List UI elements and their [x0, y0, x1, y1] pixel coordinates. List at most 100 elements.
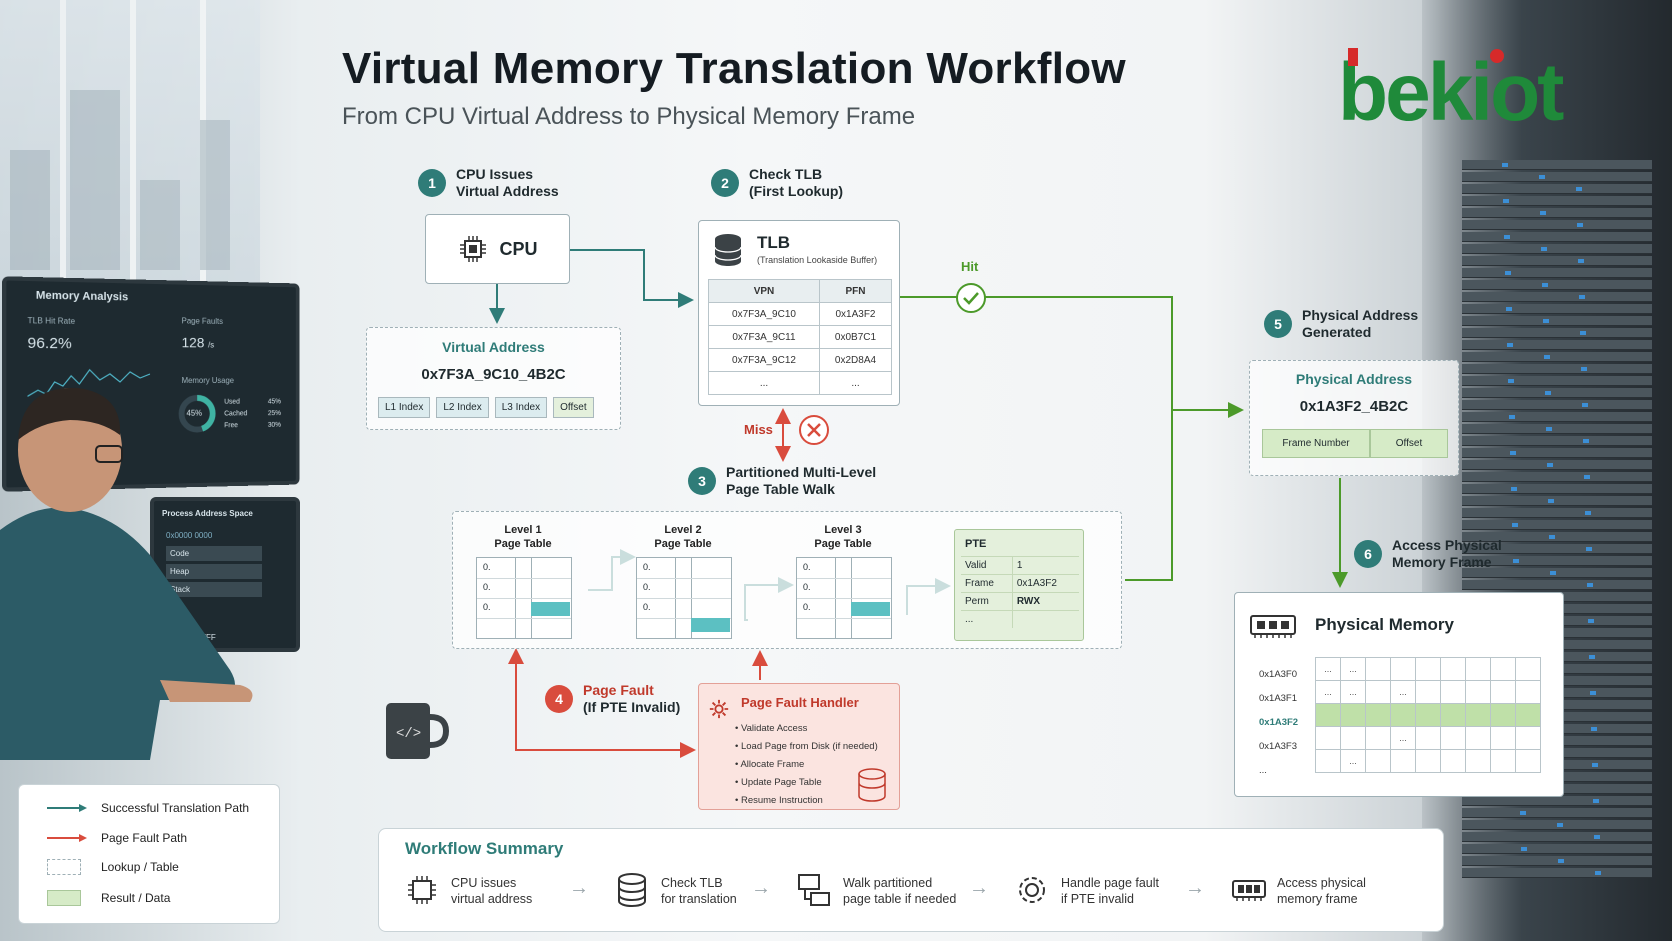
pm-cell: [1515, 703, 1541, 727]
pm-cell: [1465, 703, 1491, 727]
pm-cell: [1365, 680, 1391, 704]
server-led: [1508, 379, 1514, 383]
server-led: [1588, 619, 1594, 623]
pm-row: ...: [1315, 726, 1541, 750]
server-led: [1584, 475, 1590, 479]
summary-arrow: →: [751, 877, 771, 899]
legend-fault-label: Page Fault Path: [101, 831, 188, 845]
server-slot: [1462, 352, 1652, 362]
handler-item: • Allocate Frame: [735, 759, 805, 770]
server-slot: [1462, 856, 1652, 866]
page-table-selected-entry: [531, 602, 570, 616]
summary-arrow: →: [1185, 877, 1205, 899]
server-led: [1557, 823, 1563, 827]
pte-value: 0x1A3F2: [1011, 574, 1079, 593]
legend: Successful Translation Path Page Fault P…: [18, 784, 280, 924]
tlb-title: TLB: [757, 233, 791, 252]
pte-value: 1: [1011, 556, 1079, 575]
page-table-row-line: [637, 578, 731, 579]
page-table-entry: 0.: [483, 582, 491, 592]
process-title: Process Address Space: [162, 509, 253, 518]
server-slot: [1462, 328, 1652, 338]
pte-field: Frame: [961, 574, 1013, 593]
pte-field: Perm: [961, 592, 1013, 611]
level-label-line2: Page Table: [814, 538, 872, 550]
step-2-number: 2: [711, 169, 739, 197]
pte-value: RWX: [1011, 592, 1079, 611]
step-3-number: 3: [688, 467, 716, 495]
pte-value: [1011, 610, 1079, 628]
pm-cell: [1490, 657, 1516, 681]
page-table-row-line: [797, 578, 891, 579]
server-led: [1540, 211, 1546, 215]
server-slot: [1462, 508, 1652, 518]
summary-title: Workflow Summary: [405, 839, 564, 858]
va-value: 0x7F3A_9C10_4B2C: [421, 366, 566, 383]
summary-step-line2: for translation: [661, 892, 737, 906]
chip-icon: [408, 876, 436, 904]
server-slot: [1462, 532, 1652, 542]
level-label-line2: Page Table: [654, 538, 712, 550]
legend-fault: Page Fault Path: [47, 831, 187, 845]
server-slot: [1462, 172, 1652, 182]
pm-cell: [1415, 657, 1441, 681]
step-5-line2: Generated: [1302, 324, 1372, 340]
pm-cell: ...: [1390, 726, 1416, 750]
step-5-line1: Physical Address: [1302, 307, 1419, 323]
server-led: [1580, 331, 1586, 335]
handler-item: • Resume Instruction: [735, 795, 823, 806]
pm-cell: [1390, 657, 1416, 681]
engineer-figure: [0, 387, 253, 760]
summary-arrow: →: [569, 877, 589, 899]
server-led: [1592, 763, 1598, 767]
server-slot: [1462, 568, 1652, 578]
pm-cell: [1440, 680, 1466, 704]
tlb-header-cell: VPN: [708, 279, 820, 303]
server-led: [1586, 547, 1592, 551]
pm-cell: [1515, 726, 1541, 750]
server-led: [1503, 199, 1509, 203]
pm-address: ...: [1259, 765, 1267, 776]
pm-cell: [1490, 726, 1516, 750]
page-table-row-line: [477, 578, 571, 579]
pm-cell: [1365, 703, 1391, 727]
server-led: [1543, 319, 1549, 323]
legend-lookup: Lookup / Table: [47, 859, 179, 875]
page-table-row-line: [637, 598, 731, 599]
server-led: [1506, 307, 1512, 311]
page-table-row-line: [797, 598, 891, 599]
pm-cell: ...: [1340, 680, 1366, 704]
cpu-box: CPU: [425, 214, 570, 284]
step-4-line2: (If PTE Invalid): [583, 699, 681, 715]
server-slot: [1462, 412, 1652, 422]
tlb-header-cell: PFN: [818, 279, 893, 303]
handler-item: • Update Page Table: [735, 777, 822, 788]
process-top-address: 0x0000 0000: [166, 531, 213, 540]
page-table-selected-entry: [851, 602, 890, 616]
page-table-2: 0.0.0.: [636, 557, 732, 639]
gear-icon: [1019, 877, 1045, 903]
step-1-line2: Virtual Address: [456, 183, 559, 199]
page-table-3: 0.0.0.: [796, 557, 892, 639]
pm-cell: [1390, 703, 1416, 727]
pm-cell: ...: [1340, 657, 1366, 681]
page-table-entry: 0.: [483, 562, 491, 572]
server-led: [1579, 295, 1585, 299]
server-led: [1542, 283, 1548, 287]
svg-text:bekiot: bekiot: [1338, 47, 1564, 130]
page-table-entry: 0.: [803, 562, 811, 572]
page-table-entry: 0.: [483, 602, 491, 612]
summary-step-line1: CPU issues: [451, 876, 517, 890]
page-table-1: 0. 0. 0.: [476, 557, 572, 639]
step-2-line2: (First Lookup): [749, 183, 844, 199]
